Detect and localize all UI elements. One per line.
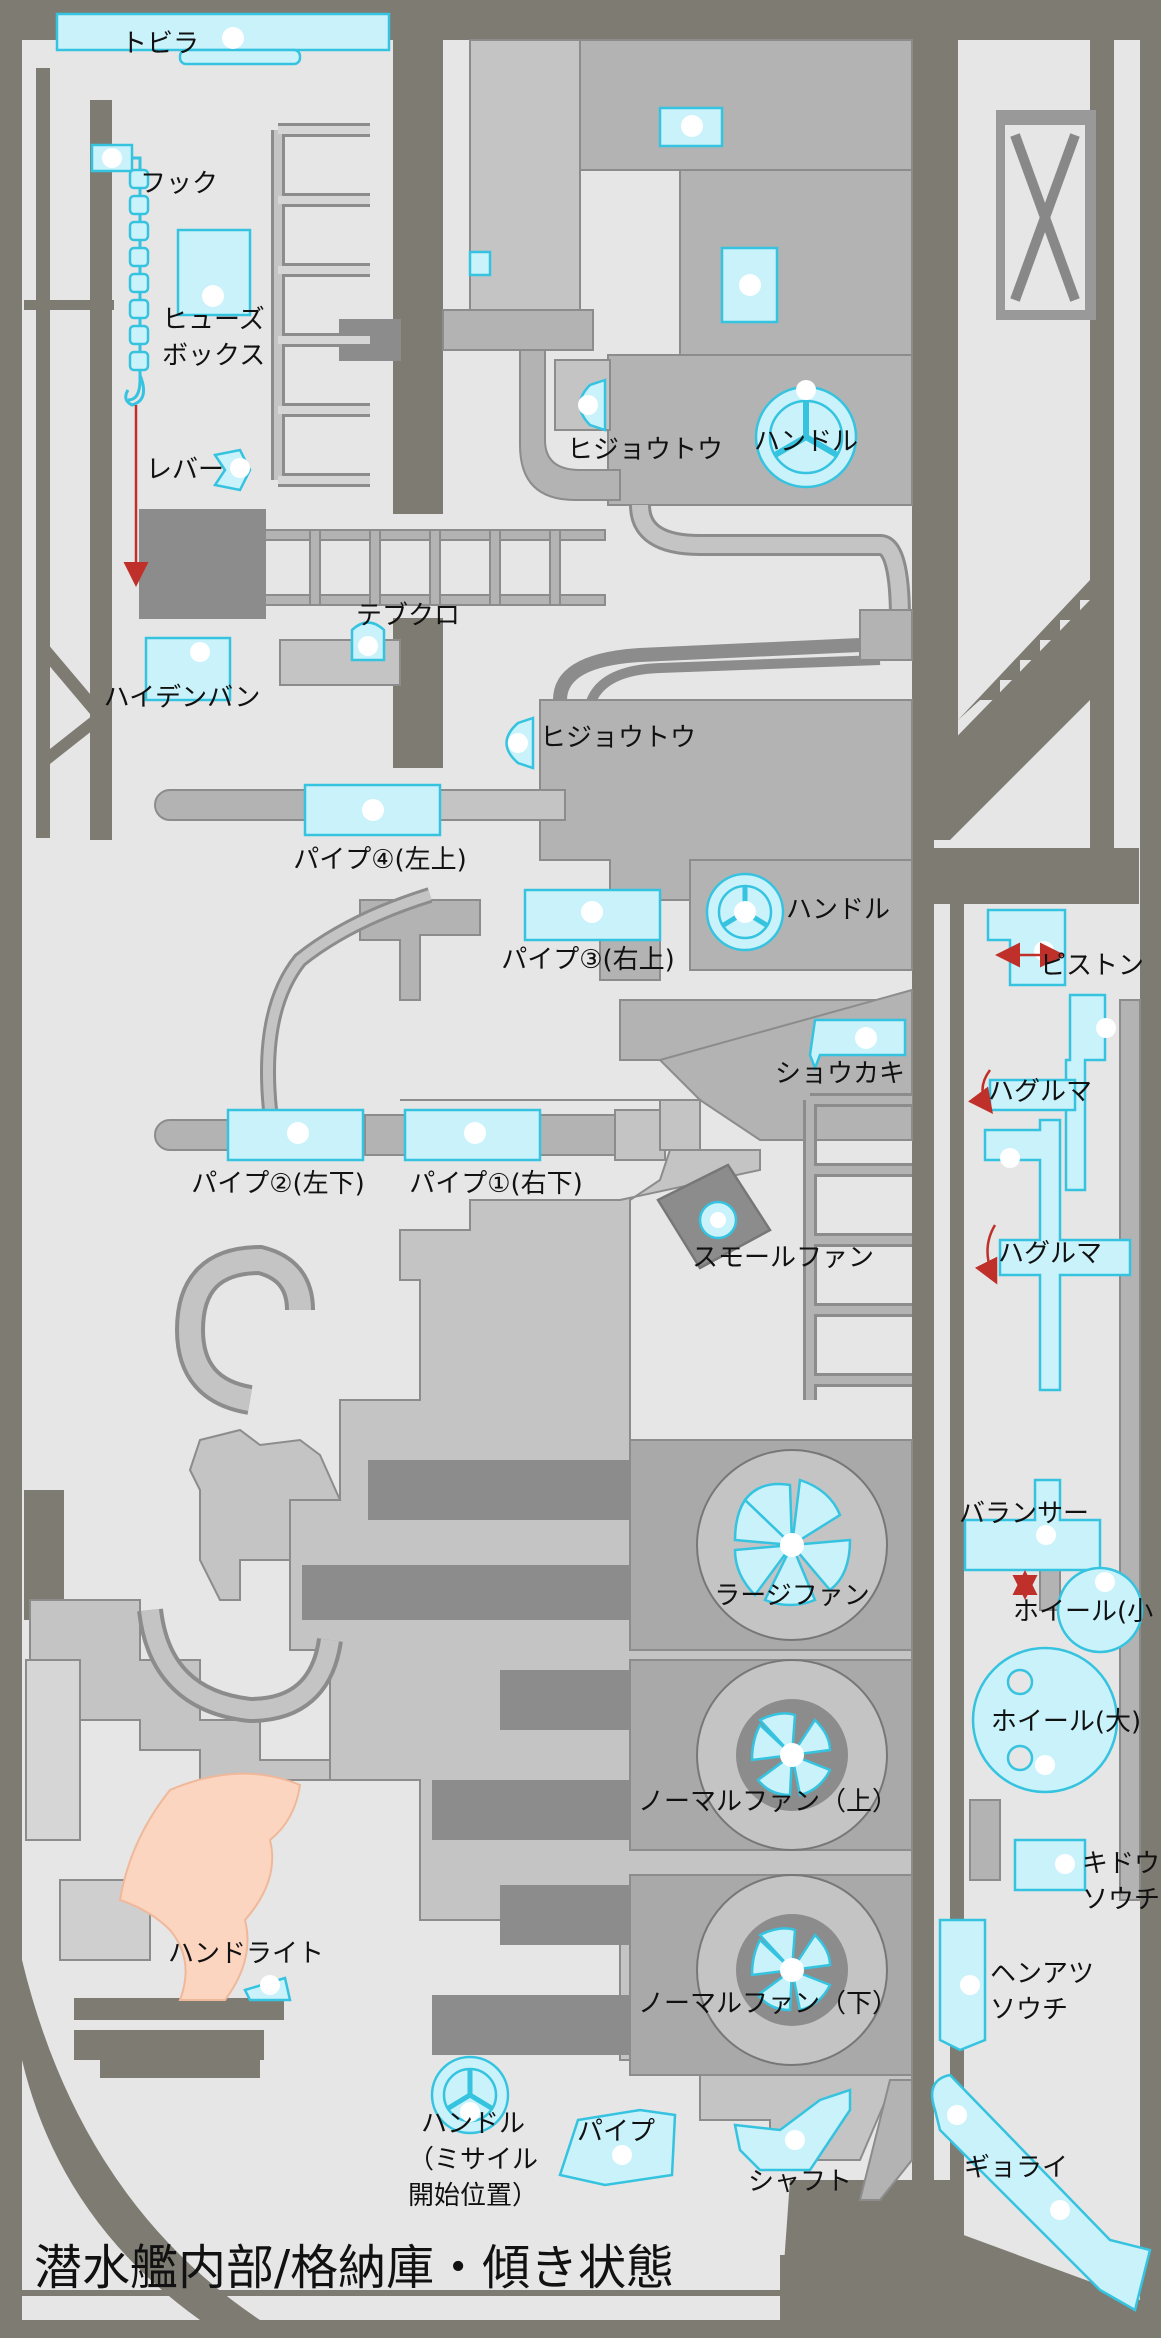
switchboard-icon[interactable] <box>144 636 232 702</box>
label-tobira: トビラ <box>120 29 200 59</box>
label-pipe-2: パイプ②(左下) <box>191 1169 365 1199</box>
label-fuse-box: ヒューズ ボックス <box>162 305 266 371</box>
fuse-box-icon[interactable] <box>176 228 252 317</box>
gear-icon[interactable] <box>983 1118 1132 1392</box>
label-normal-fan-upper: ノーマルファン（上） <box>637 1787 899 1817</box>
starter-device-icon[interactable] <box>1013 1838 1087 1892</box>
map-title: 潜水艦内部/格納庫・傾き状態 <box>34 2240 675 2296</box>
label-tebukuro: テブクロ <box>355 601 461 631</box>
label-handle-middle: ハンドル <box>785 895 891 925</box>
label-haguruma-1: ハグルマ <box>988 1077 1093 1107</box>
label-gyorai: ギョライ <box>963 2153 1069 2183</box>
label-handle-missile: ハンドル （ミサイル 開始位置） <box>407 2109 539 2211</box>
label-hijoutou-lower: ヒジョウトウ <box>539 723 697 753</box>
label-lever: レバー <box>146 455 225 485</box>
label-hijoutou-upper: ヒジョウトウ <box>566 435 724 465</box>
movement-arrows <box>123 405 1065 1600</box>
fan-icon[interactable] <box>733 1478 852 1607</box>
label-balancer: バランサー <box>958 1499 1090 1529</box>
label-hook: フック <box>140 169 219 199</box>
label-piston: ピストン <box>1040 951 1145 981</box>
label-pipe: パイプ <box>576 2117 656 2147</box>
label-haidenban: ハイデンバン <box>103 683 261 713</box>
label-shoukaki: ショウカキ <box>774 1059 906 1089</box>
label-pipe-3: パイプ③(右上) <box>501 945 675 975</box>
drive-shafts <box>302 1460 630 2055</box>
label-pipe-1: パイプ①(右下) <box>409 1169 583 1199</box>
label-wheel-large: ホイール(大) <box>990 1707 1142 1737</box>
wheel-icon[interactable] <box>1056 1566 1144 1654</box>
label-wheel-small: ホイール(小 <box>1013 1597 1154 1627</box>
label-handlight: ハンドライト <box>167 1939 325 1969</box>
label-large-fan: ラージファン <box>714 1581 870 1611</box>
hook-chain-icon[interactable] <box>128 168 150 372</box>
item-markers <box>102 27 1116 2220</box>
label-kidou-souchi: キドウ ソウチ <box>1082 1849 1161 1915</box>
gear-icon[interactable] <box>1064 993 1107 1192</box>
label-haguruma-2: ハグルマ <box>998 1239 1103 1269</box>
label-handle-upper: ハンドル <box>753 427 859 457</box>
label-henatsu-souchi: ヘンアツ ソウチ <box>990 1959 1095 2025</box>
handlight-beam <box>118 1772 302 2001</box>
fan-icon[interactable] <box>750 1712 832 1797</box>
label-small-fan: スモールファン <box>691 1243 875 1273</box>
door-icon[interactable] <box>55 12 391 52</box>
label-shaft: シャフト <box>747 2167 853 2197</box>
shaft-icon[interactable] <box>733 2088 852 2172</box>
torpedo-icon[interactable] <box>930 2073 1152 2312</box>
label-pipe-4: パイプ④(左上) <box>293 845 467 875</box>
label-normal-fan-lower: ノーマルファン（下） <box>637 1989 899 2019</box>
fan-housings <box>629 1439 913 2076</box>
